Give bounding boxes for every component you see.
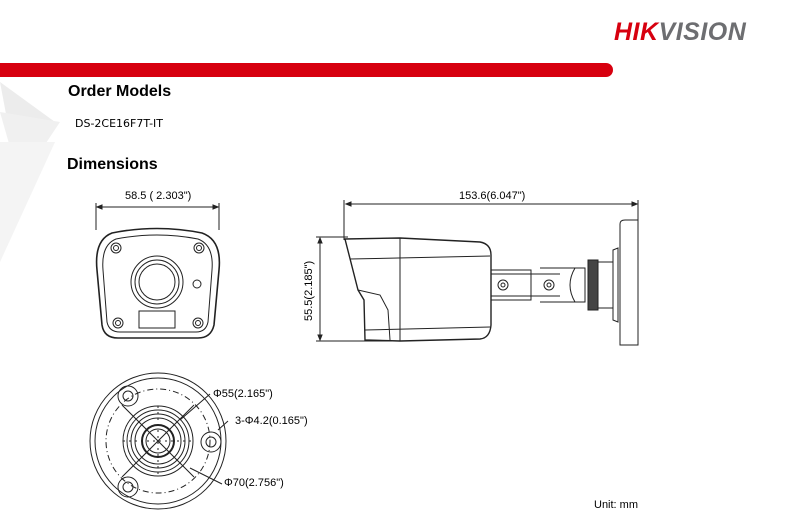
base-holes-label: 3-Φ4.2(0.165"): [235, 415, 308, 427]
red-header-bar: [0, 63, 613, 77]
side-height-label: 55.5(2.185"): [303, 260, 315, 321]
front-view-drawing: [95, 203, 221, 339]
unit-label: Unit: mm: [594, 499, 638, 511]
logo-vision: VISION: [658, 18, 747, 46]
dimensions-heading: Dimensions: [67, 156, 158, 173]
logo-hik: HIK: [614, 18, 659, 46]
model-number: DS-2CE16F7T-IT: [75, 117, 164, 130]
side-length-label: 153.6(6.047"): [459, 190, 526, 202]
hikvision-logo: HIKVISION: [614, 18, 746, 47]
base-outer-diameter-label: Φ70(2.756"): [224, 477, 284, 489]
front-width-label: 58.5 ( 2.303"): [125, 190, 192, 202]
side-view-drawing: [316, 200, 639, 346]
watermark-logo-icon: [0, 82, 60, 262]
base-view-drawing: [89, 372, 229, 510]
order-models-heading: Order Models: [68, 83, 172, 100]
base-inner-diameter-label: Φ55(2.165"): [213, 388, 273, 400]
